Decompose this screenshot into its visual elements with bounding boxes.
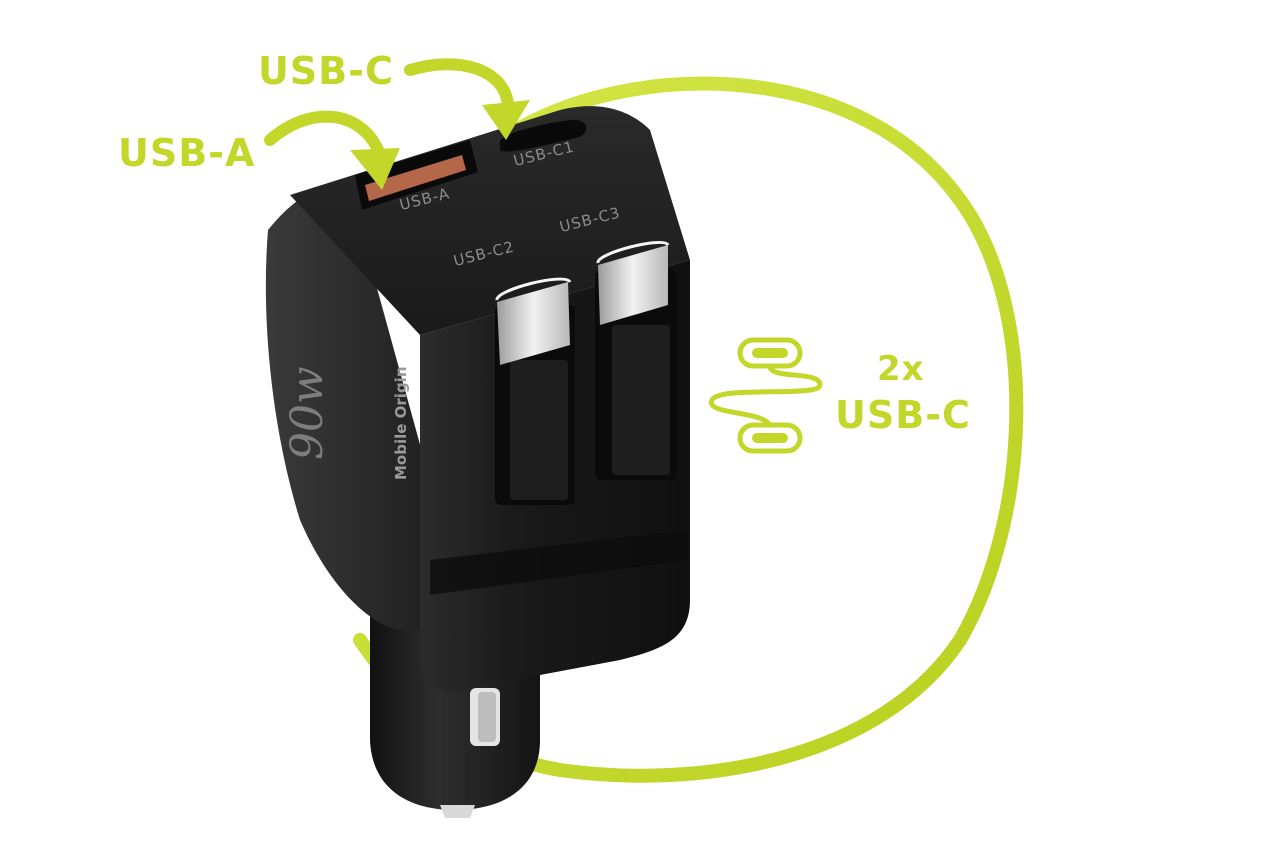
brand-text: Mobile Origin [392,366,410,481]
cable-count-callout: 2x [877,349,925,389]
curved-arrow-icon [404,58,530,140]
cable-type-callout: USB-C [835,393,971,437]
usb-a-port [355,140,478,210]
usb-c2-connector [495,277,575,505]
usb-c3-connector [595,240,677,480]
curved-arrow-icon [264,110,400,190]
usb-c-cable-icon [709,337,823,454]
usb-c1-port [500,120,587,152]
usb-a-callout: USB-A [118,131,256,175]
usb-c-callout: USB-C [258,49,394,93]
wattage-text: 90w [282,366,333,460]
